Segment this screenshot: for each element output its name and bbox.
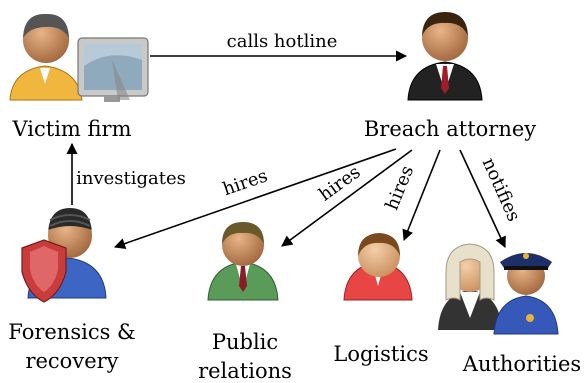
node-label-breach-attorney: Breach attorney [363, 117, 537, 141]
label-investigates: investigates [76, 168, 186, 189]
person-green-icon [207, 222, 279, 301]
label-calls-hotline: calls hotline [227, 31, 338, 52]
node-label-authorities: Authorities [462, 352, 582, 376]
node-label-victim-firm: Victim firm [12, 117, 132, 141]
node-label-pr-line1: Public [211, 330, 279, 354]
edge-hires-pr [281, 149, 413, 247]
hacker-with-shield-icon [21, 208, 107, 303]
node-label-forensics-line1: Forensics & [8, 320, 136, 344]
edge-notifies [459, 149, 506, 249]
label-notifies: notifies [478, 155, 525, 225]
node-label-logistics: Logistics [333, 342, 429, 366]
person-red-icon [343, 233, 413, 301]
edge-hires-logistics [402, 149, 441, 242]
node-label-pr-line2: relations [198, 359, 292, 383]
businessman-icon [407, 12, 483, 101]
node-label-forensics-line2: recovery [25, 349, 119, 373]
person-at-computer-icon [9, 13, 149, 102]
judge-and-police-icon [438, 243, 559, 335]
edge-hires-forensics [113, 148, 397, 249]
label-hires-logistics: hires [382, 163, 419, 213]
